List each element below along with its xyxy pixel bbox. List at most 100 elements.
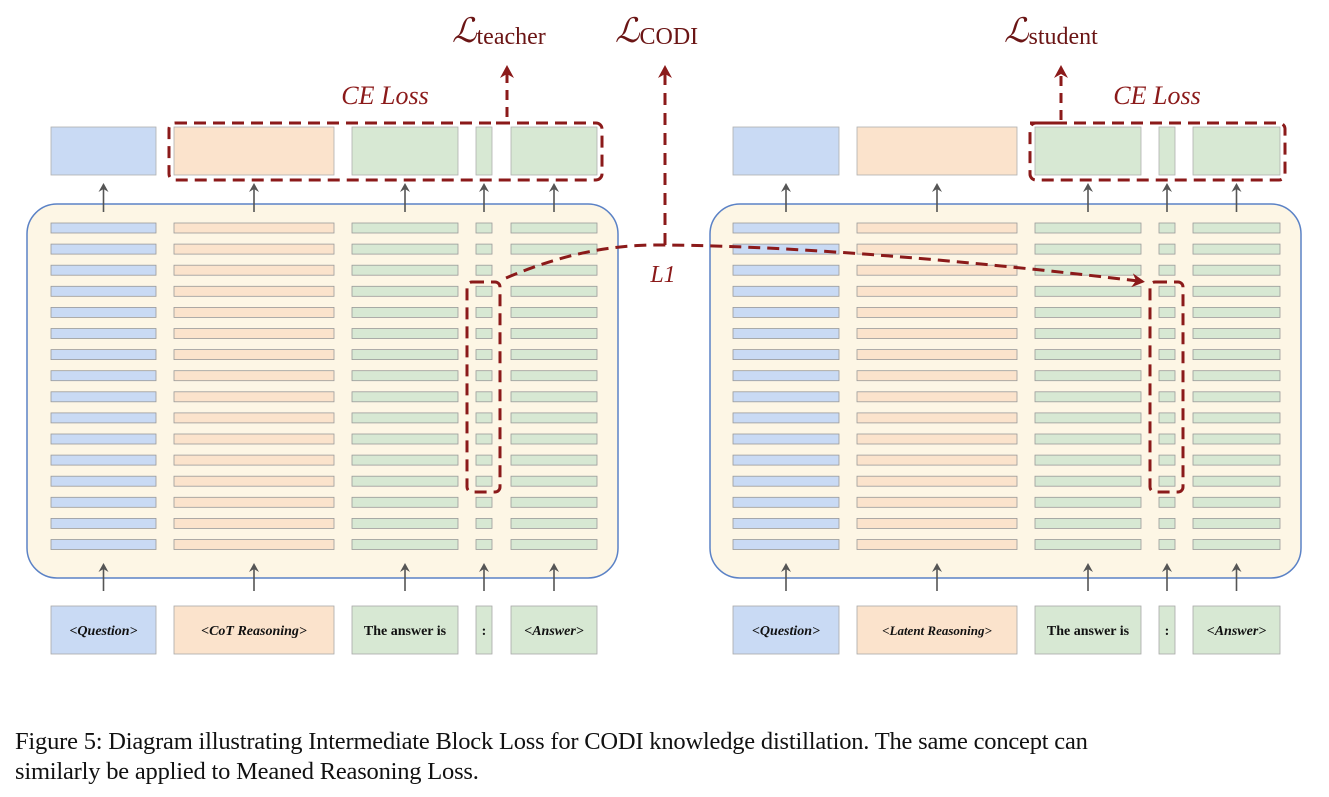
teacher-hidden-state-cell bbox=[50, 243, 157, 255]
student-hidden-state-cell bbox=[1158, 328, 1176, 339]
teacher-input-token-box bbox=[351, 605, 459, 655]
teacher-hidden-highlight bbox=[465, 280, 502, 494]
teacher-hidden-state-cell bbox=[510, 328, 598, 339]
teacher-hidden-state-cell bbox=[50, 433, 157, 445]
teacher-hidden-state-cell bbox=[50, 412, 157, 424]
teacher-hidden-state-cell bbox=[510, 370, 598, 382]
student-hidden-state-cell bbox=[732, 391, 840, 403]
student-hidden-state-cell bbox=[1158, 264, 1176, 276]
teacher-hidden-state-cell bbox=[351, 222, 459, 234]
student-hidden-state-cell bbox=[1192, 412, 1281, 424]
teacher-hidden-state-cell bbox=[173, 264, 335, 276]
teacher-hidden-state-cell bbox=[351, 412, 459, 424]
student-hidden-state-cell bbox=[1034, 475, 1142, 487]
teacher-hidden-state-cell bbox=[510, 433, 598, 445]
codi-loss-subscript: CODI bbox=[640, 24, 699, 50]
student-input-token-box bbox=[1192, 605, 1281, 655]
student-hidden-state-cell bbox=[1034, 454, 1142, 466]
student-output-token bbox=[856, 126, 1018, 176]
student-hidden-state-cell bbox=[856, 539, 1018, 550]
teacher-hidden-state-cell bbox=[510, 412, 598, 424]
teacher-hidden-state-cell bbox=[173, 349, 335, 361]
teacher-hidden-state-cell bbox=[173, 243, 335, 255]
student-hidden-state-cell bbox=[732, 243, 840, 255]
distillation-diagram: <Question><CoT Reasoning>The answer is:<… bbox=[26, 13, 1302, 655]
teacher-hidden-state-cell bbox=[475, 264, 493, 276]
teacher-hidden-state-cell bbox=[173, 306, 335, 318]
student-hidden-state-cell bbox=[856, 412, 1018, 424]
teacher-input-token-box bbox=[475, 605, 493, 655]
teacher-hidden-state-cell bbox=[351, 454, 459, 466]
student-loss-title: ℒstudent bbox=[1004, 13, 1098, 50]
teacher-hidden-state-cell bbox=[50, 454, 157, 466]
student-hidden-state-cell bbox=[732, 412, 840, 424]
teacher-hidden-state-cell bbox=[475, 518, 493, 529]
teacher-hidden-state-cell bbox=[475, 391, 493, 403]
teacher-loss-title: ℒteacher bbox=[452, 13, 546, 50]
teacher-input-token-label: <Answer> bbox=[524, 624, 584, 639]
student-hidden-state-cell bbox=[856, 518, 1018, 529]
student-output-token bbox=[732, 126, 840, 176]
student-hidden-state-cell bbox=[1158, 496, 1176, 508]
student-hidden-state-cell bbox=[1192, 349, 1281, 361]
teacher-hidden-state-cell bbox=[475, 539, 493, 550]
teacher-loss-symbol: ℒ bbox=[452, 13, 478, 50]
student-hidden-state-cell bbox=[1158, 222, 1176, 234]
teacher-hidden-state-cell bbox=[510, 475, 598, 487]
teacher-hidden-state-cell bbox=[510, 518, 598, 529]
student-hidden-state-cell bbox=[1158, 412, 1176, 424]
student-hidden-state-cell bbox=[856, 264, 1018, 276]
teacher-input-token-label: <Question> bbox=[69, 624, 137, 639]
teacher-input-token-label: : bbox=[482, 624, 487, 639]
teacher-hidden-state-cell bbox=[173, 222, 335, 234]
student-hidden-state-cell bbox=[732, 264, 840, 276]
student-hidden-state-cell bbox=[1034, 349, 1142, 361]
l1-distillation-arrow bbox=[505, 243, 1145, 288]
teacher-hidden-state-cell bbox=[475, 243, 493, 255]
teacher-hidden-state-cell bbox=[510, 264, 598, 276]
student-hidden-state-cell bbox=[856, 454, 1018, 466]
student-input-token-label: <Answer> bbox=[1207, 624, 1267, 639]
student-output-token bbox=[1034, 126, 1142, 176]
teacher-hidden-state-cell bbox=[510, 222, 598, 234]
teacher-hidden-state-cell bbox=[510, 285, 598, 297]
teacher-hidden-state-cell bbox=[50, 285, 157, 297]
student-hidden-state-cell bbox=[732, 496, 840, 508]
student-hidden-state-cell bbox=[1192, 243, 1281, 255]
teacher-hidden-state-cell bbox=[351, 391, 459, 403]
teacher-hidden-state-cell bbox=[173, 285, 335, 297]
student-hidden-state-cell bbox=[856, 475, 1018, 487]
student-hidden-state-cell bbox=[732, 475, 840, 487]
teacher-hidden-state-cell bbox=[50, 539, 157, 550]
student-hidden-highlight bbox=[1148, 280, 1185, 494]
teacher-hidden-state-cell bbox=[351, 370, 459, 382]
student-hidden-state-cell bbox=[1158, 433, 1176, 445]
student-input-token-box bbox=[732, 605, 840, 655]
teacher-hidden-state-cell bbox=[173, 328, 335, 339]
student-hidden-state-cell bbox=[732, 370, 840, 382]
teacher-hidden-state-cell bbox=[475, 454, 493, 466]
student-hidden-state-cell bbox=[1034, 306, 1142, 318]
teacher-ce-loss-box bbox=[167, 121, 604, 182]
teacher-input-token-box bbox=[173, 605, 335, 655]
teacher-hidden-state-cell bbox=[351, 539, 459, 550]
student-hidden-state-cell bbox=[1192, 306, 1281, 318]
student-hidden-state-cell bbox=[856, 391, 1018, 403]
student-input-token-box bbox=[1034, 605, 1142, 655]
teacher-ce-loss-label: CE Loss bbox=[341, 81, 428, 110]
student-hidden-state-cell bbox=[1192, 370, 1281, 382]
teacher-hidden-state-cell bbox=[173, 454, 335, 466]
loss-annotations: CE Loss CE Loss L1 ℒteacher ℒCODI ℒstude… bbox=[167, 13, 1287, 494]
student-loss-symbol: ℒ bbox=[1004, 13, 1030, 50]
student-hidden-state-cell bbox=[1158, 285, 1176, 297]
teacher-hidden-state-cell bbox=[475, 412, 493, 424]
student-hidden-state-cell bbox=[1034, 539, 1142, 550]
student-hidden-state-cell bbox=[1034, 222, 1142, 234]
student-hidden-state-cell bbox=[1192, 496, 1281, 508]
student-hidden-state-cell bbox=[856, 370, 1018, 382]
student-hidden-state-cell bbox=[732, 349, 840, 361]
teacher-hidden-state-cell bbox=[173, 370, 335, 382]
teacher-hidden-state-cell bbox=[351, 285, 459, 297]
teacher-hidden-state-cell bbox=[50, 518, 157, 529]
teacher-hidden-state-cell bbox=[475, 285, 493, 297]
